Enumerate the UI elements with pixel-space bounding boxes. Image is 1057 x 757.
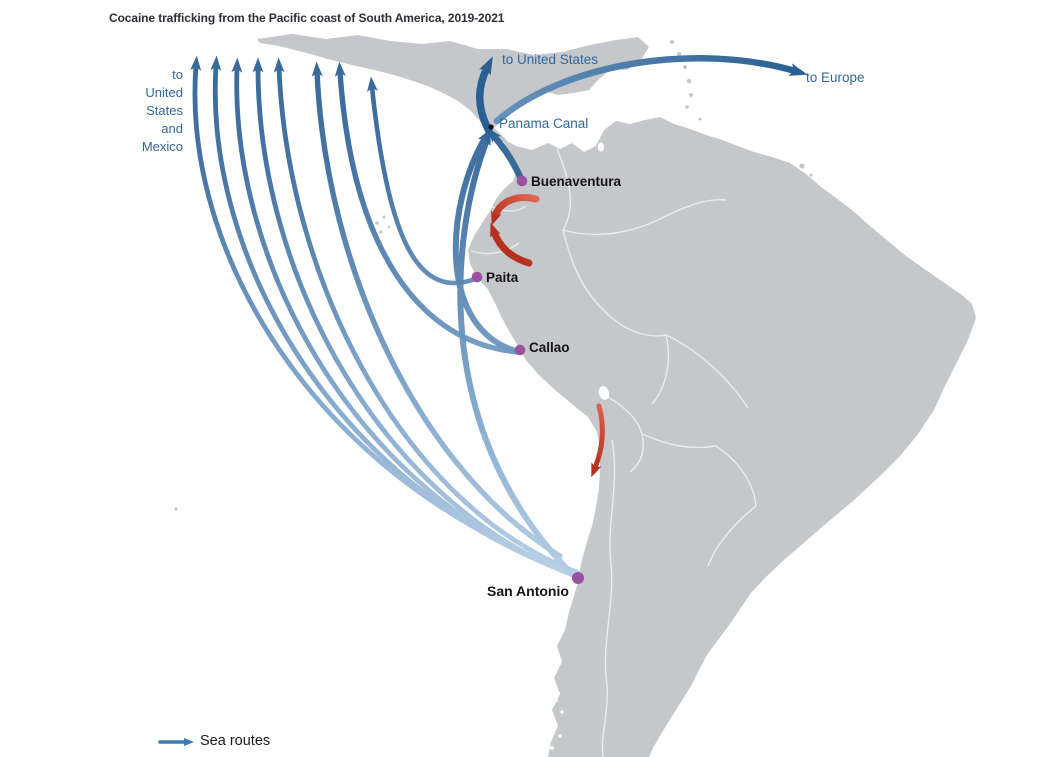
label-to-europe: to Europe — [806, 70, 865, 85]
label-port-buenaventura: Buenaventura — [531, 174, 622, 189]
sea-route-arrow — [366, 76, 478, 286]
port-dot-san-antonio — [572, 572, 584, 584]
sea-route-arrow — [334, 61, 522, 355]
arrow-to-europe — [493, 55, 808, 125]
sea-route-arrow — [452, 128, 522, 355]
legend-sea-routes-label: Sea routes — [200, 733, 271, 749]
sea-routes-to-panama — [452, 127, 575, 577]
red-flow-arrow-ecuador-north — [491, 194, 540, 226]
label-line: States — [146, 103, 183, 118]
sea-route-arrow — [231, 57, 577, 578]
port-dot-buenaventura — [516, 175, 528, 187]
sea-route-arrow — [457, 130, 575, 577]
label-to-us-and-mexico: to United States and Mexico — [83, 66, 183, 156]
lakes — [550, 142, 610, 750]
label-port-callao: Callao — [529, 340, 570, 355]
red-flow-arrows — [490, 194, 605, 478]
landmass-group — [174, 34, 976, 757]
label-panama-canal: Panama Canal — [499, 116, 589, 131]
arrow-to-united-states — [476, 56, 493, 135]
label-line: and — [161, 121, 183, 136]
landmass-central-america — [257, 34, 649, 143]
sea-route-arrow — [273, 57, 585, 577]
port-dots — [471, 124, 584, 584]
landmass-south-america — [468, 117, 976, 757]
panama-canal-dot — [488, 124, 494, 130]
label-line: to — [172, 67, 183, 82]
sea-route-arrow — [311, 61, 563, 559]
country-borders — [470, 148, 757, 757]
port-dot-paita — [471, 271, 483, 283]
port-dot-callao — [514, 344, 526, 356]
label-to-united-states: to United States — [502, 52, 599, 67]
map-title: Cocaine trafficking from the Pacific coa… — [109, 11, 505, 25]
sea-routes-to-us-mexico — [190, 55, 585, 580]
sea-route-arrow — [487, 127, 526, 185]
label-port-san-antonio: San Antonio — [487, 583, 569, 599]
sea-route-arrow — [252, 57, 581, 580]
label-line: United — [145, 85, 183, 100]
label-line: Mexico — [141, 139, 183, 154]
red-flow-arrow-chile-coast — [591, 403, 605, 478]
red-flow-arrow-ecuador-south — [490, 222, 533, 267]
label-port-paita: Paita — [486, 270, 519, 285]
